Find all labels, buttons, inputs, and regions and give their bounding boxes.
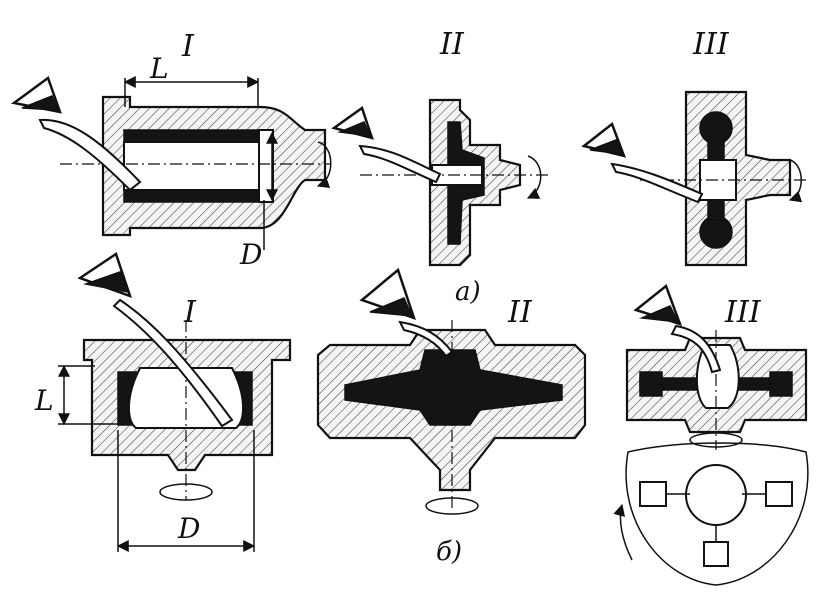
dimension-D-top: D	[239, 238, 262, 271]
label-a-III: III	[692, 27, 730, 62]
rotation-arrow-a-III	[788, 159, 803, 203]
label-b-I: I	[183, 295, 197, 330]
sublabel-b: б)	[436, 537, 462, 567]
label-b-III: III	[724, 295, 762, 330]
mould-b-I	[58, 252, 292, 552]
rotation-arrow-b-I	[159, 483, 213, 501]
pour-stream-b-III	[670, 324, 722, 374]
rotation-arrow-b-II	[425, 497, 479, 515]
rotation-arrow-a-II	[526, 155, 542, 199]
mould-a-III	[581, 90, 808, 267]
casting-a-I-top	[123, 129, 260, 143]
pour-stream-a-II	[358, 144, 442, 184]
mould-b-III	[613, 283, 809, 586]
pour-stream-a-III	[610, 162, 704, 204]
label-a-I: I	[181, 29, 195, 64]
label-b-II: II	[507, 295, 533, 330]
dimension-L-top: L	[149, 52, 169, 85]
dimension-D-bottom: D	[177, 512, 200, 545]
pour-stream-a-I	[38, 118, 142, 192]
casting-a-I-bottom	[123, 189, 260, 203]
dimension-L-bottom: L	[34, 384, 54, 417]
label-a-II: II	[439, 27, 465, 62]
pour-stream-b-II	[398, 320, 454, 358]
pour-stream-b-I	[112, 298, 234, 428]
mould-a-I	[10, 75, 332, 250]
rotation-arrow-a-I	[316, 141, 332, 189]
mould-a-II	[331, 98, 548, 267]
mould-b-II	[316, 267, 587, 515]
rotation-arrow-b-III	[689, 432, 743, 448]
plan-view-b-III	[625, 442, 809, 586]
sublabel-a: a)	[455, 277, 481, 307]
